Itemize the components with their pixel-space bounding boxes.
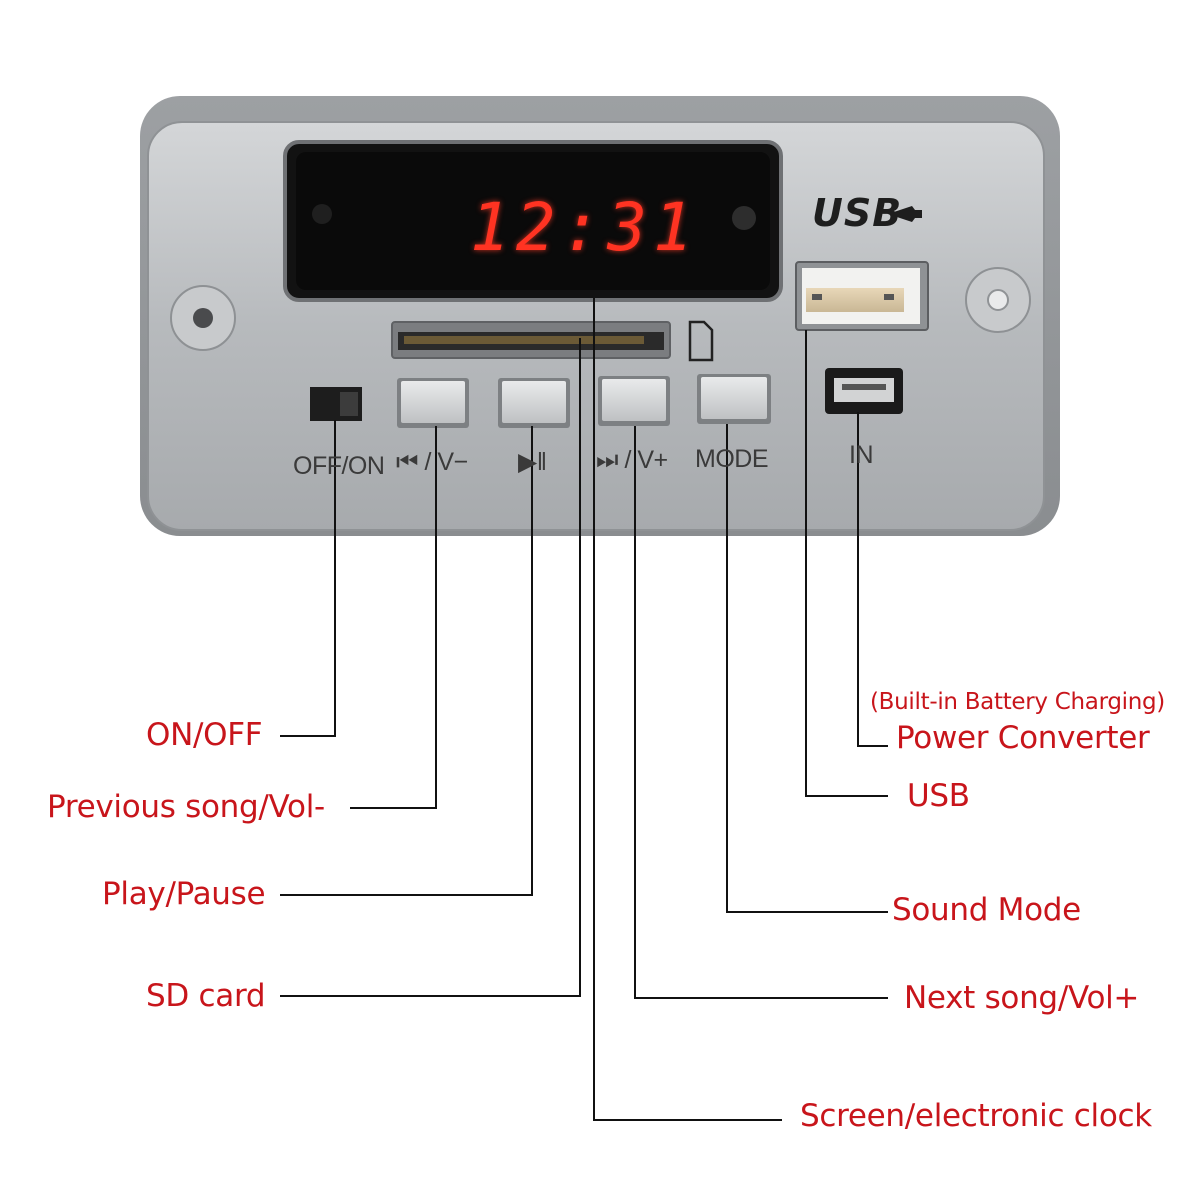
leader-line-sound-mode <box>726 424 888 913</box>
panel-label-prev-vol: ⏮ / V− <box>396 448 468 476</box>
callout-power-converter: Power Converter <box>896 720 1150 756</box>
panel-label-play-pause: ▶‖ <box>518 448 547 476</box>
callout-battery-charging: (Built-in Battery Charging) <box>870 689 1165 715</box>
callout-usb: USB <box>907 778 970 814</box>
leader-line-play-pause <box>280 426 533 896</box>
previous-volume-down-button[interactable] <box>397 378 469 428</box>
leader-line-usb <box>805 330 888 797</box>
panel-label-off-on: OFF/ON <box>293 452 385 480</box>
leader-line-sd-card <box>280 338 581 997</box>
clock-digits: 12:31 <box>470 189 699 266</box>
left-screw-hole <box>170 285 236 351</box>
leader-line-on-off <box>280 420 336 737</box>
callout-previous-song-vol: Previous song/Vol- <box>47 789 325 825</box>
mini-usb-in-port[interactable] <box>825 368 903 414</box>
usb-port[interactable] <box>795 261 929 331</box>
panel-label-in: IN <box>849 441 874 469</box>
leader-line-next <box>634 426 888 999</box>
leader-line-screen <box>593 298 782 1121</box>
panel-label-next-vol: ⏭ / V+ <box>596 446 668 474</box>
callout-on-off: ON/OFF <box>146 717 263 753</box>
panel-label-mode: MODE <box>695 445 769 473</box>
play-pause-button[interactable] <box>498 378 570 428</box>
callout-play-pause: Play/Pause <box>102 876 266 912</box>
callout-sound-mode: Sound Mode <box>892 892 1081 928</box>
leader-line-power <box>857 412 888 747</box>
sd-card-slot[interactable] <box>391 321 671 359</box>
led-display <box>283 140 783 302</box>
callout-next-song-vol: Next song/Vol+ <box>904 980 1140 1016</box>
sd-card-icon <box>688 320 714 362</box>
right-screw-hole <box>965 267 1031 333</box>
leader-line-previous <box>350 426 437 809</box>
usb-plug-icon <box>888 206 922 222</box>
mode-button[interactable] <box>697 374 771 424</box>
next-volume-up-button[interactable] <box>598 376 670 426</box>
callout-sd-card: SD card <box>146 978 266 1014</box>
leader-lines <box>280 298 888 1121</box>
usb-logo: USB <box>812 191 903 235</box>
power-switch[interactable] <box>310 387 362 421</box>
callout-screen-clock: Screen/electronic clock <box>800 1098 1152 1134</box>
